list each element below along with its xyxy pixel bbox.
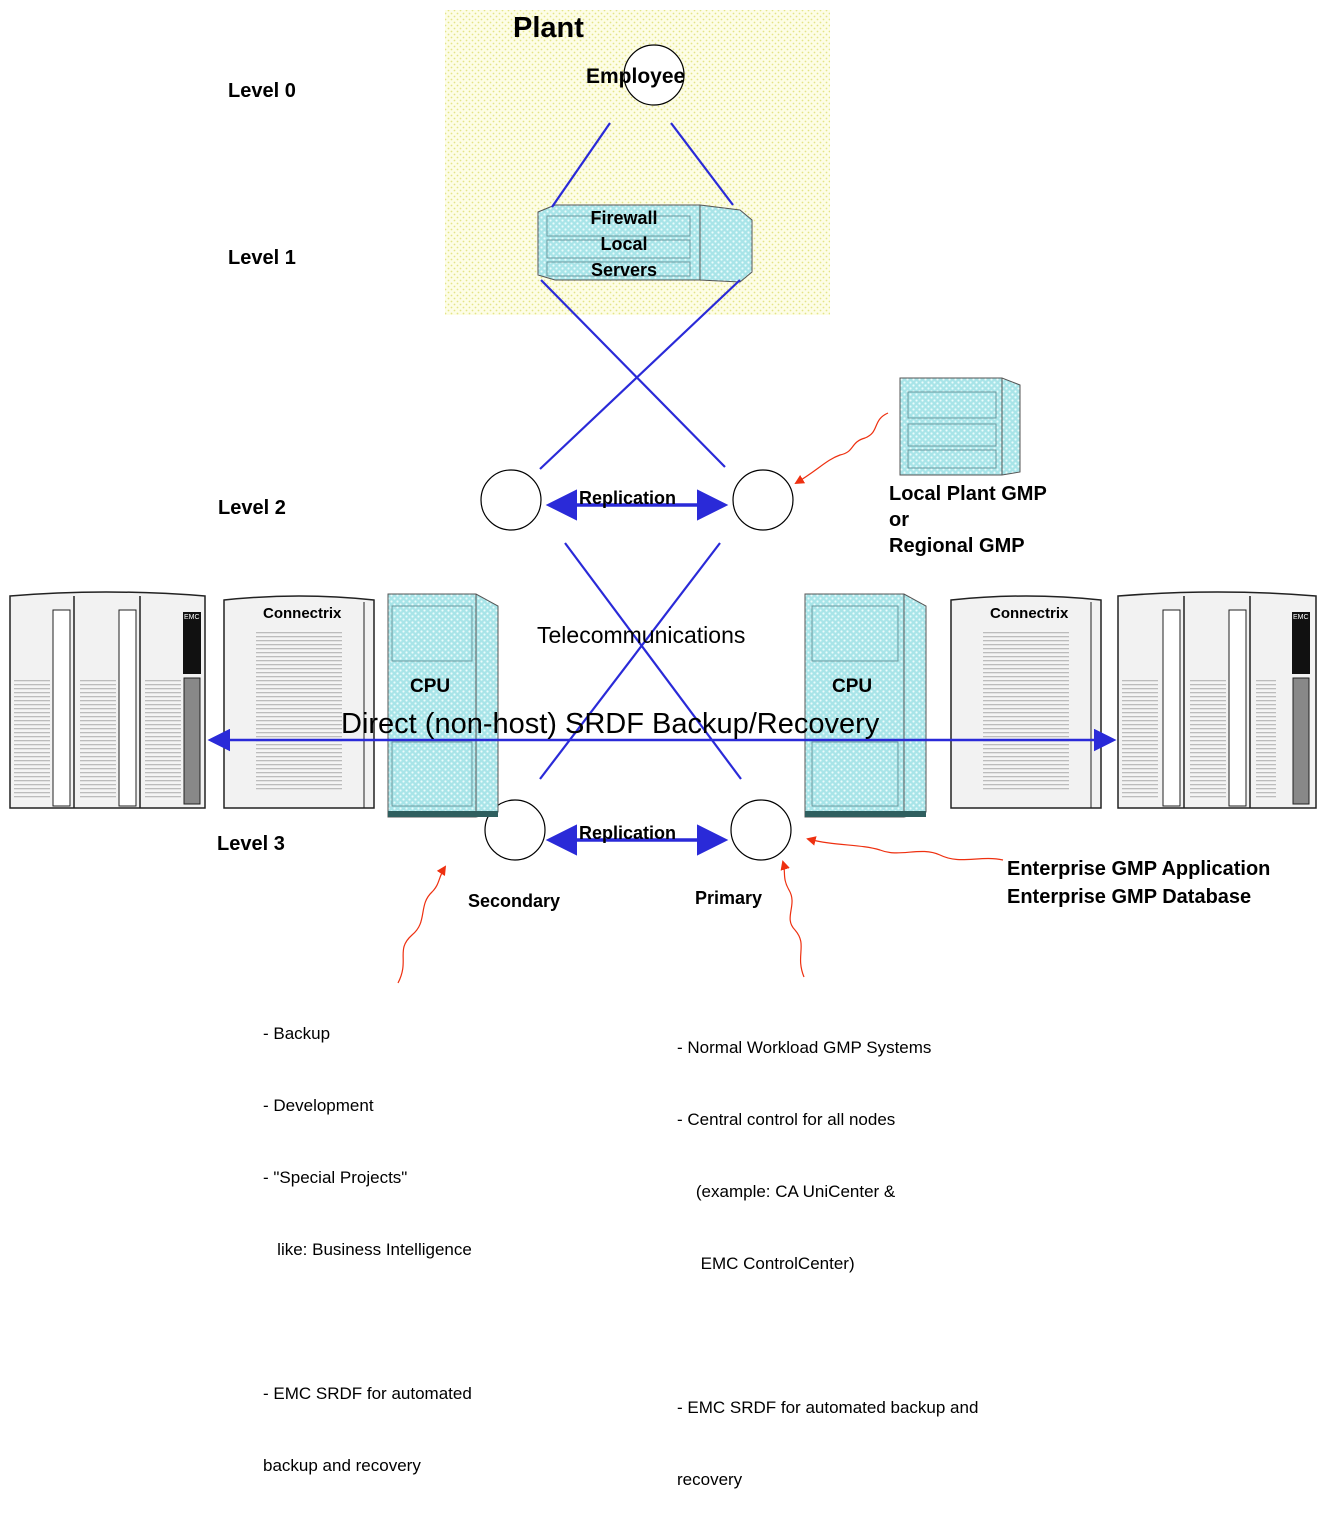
telecommunications-label: Telecommunications <box>537 622 746 648</box>
primary-label: Primary <box>695 888 763 908</box>
primary-note-6: - EMC SRDF for automated backup and <box>677 1398 979 1417</box>
level-0-label: Level 0 <box>228 80 296 102</box>
primary-note-5 <box>677 1324 978 1348</box>
firewall-line-3: Servers <box>590 260 658 280</box>
primary-note-3: (example: CA UniCenter & <box>677 1182 896 1201</box>
primary-note-1: - Normal Workload GMP Systems <box>677 1038 932 1057</box>
secondary-note-6: - EMC SRDF for automated <box>263 1384 472 1403</box>
level2-node-right <box>732 469 794 531</box>
enterprise-line-2: Enterprise GMP Database <box>1007 886 1252 908</box>
regional-line-3: Regional GMP <box>889 535 1025 557</box>
right-cpu-label: CPU <box>832 676 873 697</box>
firewall-label: Firewall Local Servers <box>584 205 664 283</box>
replication-label-level2: Replication <box>579 488 677 508</box>
secondary-label: Secondary <box>468 891 561 911</box>
pointer-arrows <box>397 412 1004 984</box>
secondary-note-1: - Backup <box>263 1024 331 1043</box>
level-3-label: Level 3 <box>217 833 285 855</box>
primary-node <box>730 799 792 861</box>
secondary-note-7: backup and recovery <box>263 1456 421 1475</box>
regional-line-2: or <box>889 509 909 531</box>
secondary-note-3: - "Special Projects" <box>263 1168 408 1187</box>
regional-line-1: Local Plant GMP <box>889 483 1047 505</box>
left-connectrix-label: Connectrix <box>263 605 342 622</box>
srdf-label: Direct (non-host) SRDF Backup/Recovery <box>341 708 880 740</box>
primary-notes: - Normal Workload GMP Systems - Central … <box>677 988 978 1516</box>
secondary-note-5 <box>263 1310 472 1334</box>
regional-gmp-server <box>899 377 1021 476</box>
left-connectrix <box>223 595 375 809</box>
left-storage-badge: EMC <box>184 614 200 621</box>
left-storage-array <box>9 591 206 809</box>
employee-node <box>623 44 685 106</box>
secondary-note-4: like: Business Intelligence <box>263 1240 472 1259</box>
right-storage-badge: EMC <box>1293 614 1309 621</box>
right-storage-array <box>1117 591 1317 809</box>
level-2-label: Level 2 <box>218 497 286 519</box>
enterprise-line-1: Enterprise GMP Application <box>1007 858 1271 880</box>
regional-gmp-label: Local Plant GMP or Regional GMP <box>889 481 1047 559</box>
secondary-note-2: - Development <box>263 1096 374 1115</box>
right-cpu-tower <box>804 593 927 818</box>
right-connectrix-label: Connectrix <box>990 605 1069 622</box>
primary-note-7: recovery <box>677 1470 743 1489</box>
level2-node-left <box>480 469 542 531</box>
enterprise-gmp-label: Enterprise GMP Application Enterprise GM… <box>1007 855 1270 911</box>
firewall-server <box>537 204 753 283</box>
left-cpu-label: CPU <box>410 676 451 697</box>
level-1-label: Level 1 <box>228 247 296 269</box>
architecture-diagram <box>9 10 1317 984</box>
replication-label-level3: Replication <box>579 823 677 843</box>
right-connectrix <box>950 595 1102 809</box>
left-cpu-tower <box>387 593 499 818</box>
firewall-line-2: Local <box>600 234 648 254</box>
employee-label: Employee <box>586 65 686 88</box>
primary-note-4: EMC ControlCenter) <box>677 1254 855 1273</box>
secondary-node <box>484 799 546 861</box>
secondary-notes: - Backup - Development - "Special Projec… <box>263 974 472 1502</box>
firewall-line-1: Firewall <box>590 208 658 228</box>
plant-title: Plant <box>513 12 584 44</box>
primary-note-2: - Central control for all nodes <box>677 1110 896 1129</box>
